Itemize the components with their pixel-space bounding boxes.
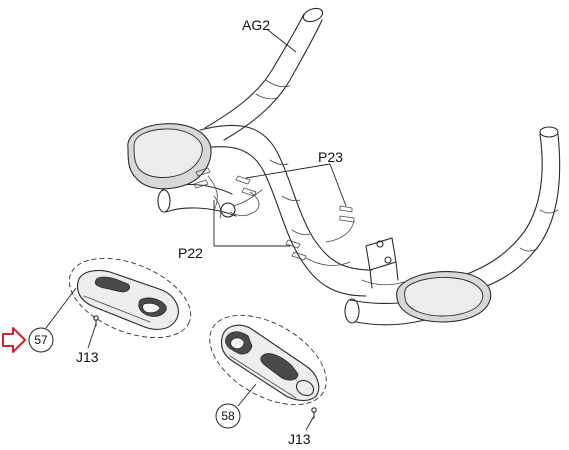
callout-58: 58 — [215, 403, 241, 429]
highlight-arrow-icon — [2, 327, 26, 353]
hand-cover-57 — [68, 257, 192, 339]
screw-right-label: J13 — [288, 431, 311, 447]
handlebar-assembly — [127, 7, 561, 326]
sensor-wiring — [193, 167, 355, 266]
hand-cover-58 — [209, 314, 327, 419]
screw-left-label: J13 — [76, 349, 99, 365]
callout-57: 57 — [28, 327, 54, 353]
handlebar-label: AG2 — [242, 17, 270, 33]
callout-58-number: 58 — [221, 409, 235, 423]
callout-57-number: 57 — [34, 333, 48, 347]
sensor-upper-label: P23 — [318, 149, 343, 165]
sensor-lower-label: P22 — [178, 245, 203, 261]
leader-lines — [45, 29, 347, 431]
